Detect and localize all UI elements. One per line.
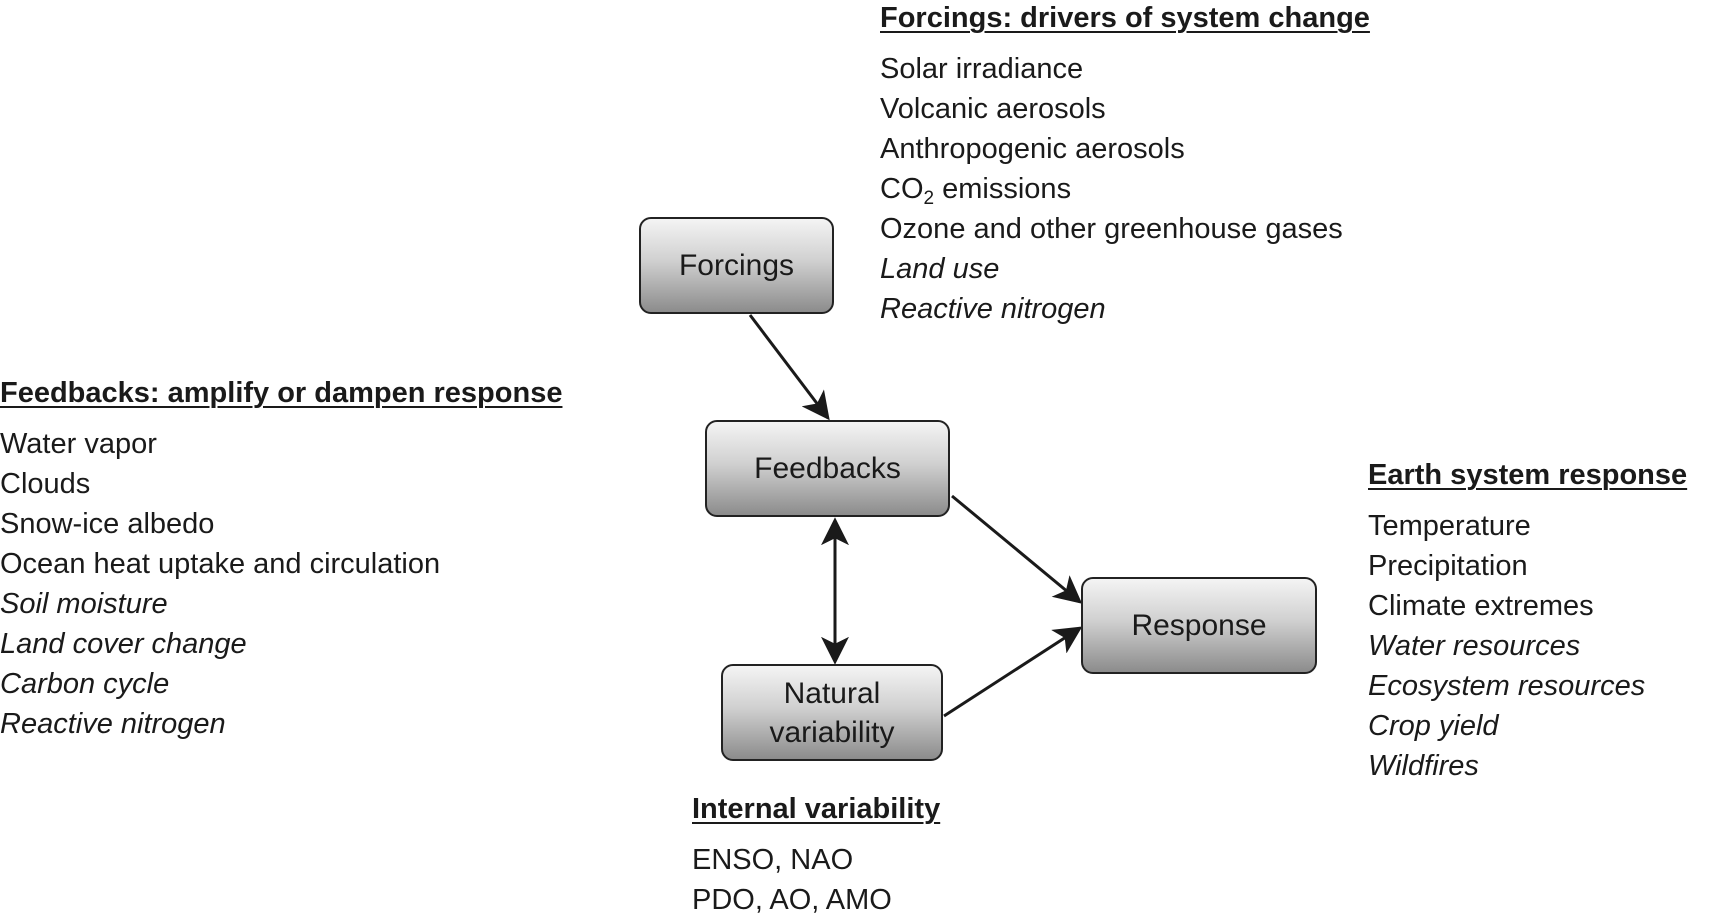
list-item: Water vapor	[0, 428, 157, 460]
list-item: Land cover change	[0, 628, 247, 660]
list-item: Soil moisture	[0, 588, 168, 620]
list-item: Clouds	[0, 468, 91, 500]
list-item: ENSO, NAO	[692, 844, 854, 876]
feedbacks-list: Feedbacks: amplify or dampen response Wa…	[0, 377, 562, 744]
list-item: Snow-ice albedo	[0, 508, 215, 540]
natural-variability-line1: Natural	[783, 676, 881, 710]
feedbacks-box: Feedbacks	[705, 420, 950, 517]
list-item: Ozone and other greenhouse gases	[880, 213, 1343, 245]
natural-variability-line2: variability	[769, 715, 895, 749]
list-item: Reactive nitrogen	[880, 293, 1106, 325]
list-item: Climate extremes	[1368, 590, 1594, 622]
list-item: Crop yield	[1368, 710, 1499, 742]
arrow-forcings-to-feedbacks	[748, 314, 830, 421]
list-item: Volcanic aerosols	[880, 93, 1106, 125]
response-box-label: Response	[1131, 609, 1267, 642]
list-item: Wildfires	[1368, 750, 1479, 782]
list-item: PDO, AO, AMO	[692, 884, 892, 916]
forcings-box: Forcings	[639, 217, 834, 314]
list-item: Reactive nitrogen	[0, 708, 226, 740]
list-item: Land use	[880, 253, 1000, 285]
arrow-natural-variability-to-response	[943, 626, 1083, 718]
forcings-box-label: Forcings	[678, 249, 795, 282]
feedbacks-heading: Feedbacks: amplify or dampen response	[0, 377, 563, 409]
internal-variability-heading: Internal variability	[692, 793, 941, 825]
list-item: Anthropogenic aerosols	[880, 133, 1185, 165]
list-item: CO2 emissions	[880, 173, 1072, 209]
natural-variability-box-label: Natural variability	[769, 674, 894, 752]
forcings-heading: Forcings: drivers of system change	[880, 2, 1370, 34]
natural-variability-box: Natural variability	[721, 664, 943, 761]
arrow-feedbacks-to-response	[951, 494, 1083, 604]
forcings-list: Forcings: drivers of system change Solar…	[880, 2, 1370, 329]
list-item: Ocean heat uptake and circulation	[0, 548, 441, 580]
list-item: Temperature	[1368, 510, 1531, 542]
feedbacks-box-label: Feedbacks	[754, 452, 901, 485]
list-item: Precipitation	[1368, 550, 1528, 582]
internal-variability-list: Internal variability ENSO, NAO PDO, AO, A…	[692, 793, 940, 920]
list-item: Carbon cycle	[0, 668, 170, 700]
list-item: Ecosystem resources	[1368, 670, 1646, 702]
internal-variability-items: ENSO, NAO PDO, AO, AMO	[692, 840, 940, 920]
list-item: Solar irradiance	[880, 53, 1084, 85]
response-box: Response	[1081, 577, 1317, 674]
list-item: Water resources	[1368, 630, 1581, 662]
response-heading: Earth system response	[1368, 459, 1688, 491]
